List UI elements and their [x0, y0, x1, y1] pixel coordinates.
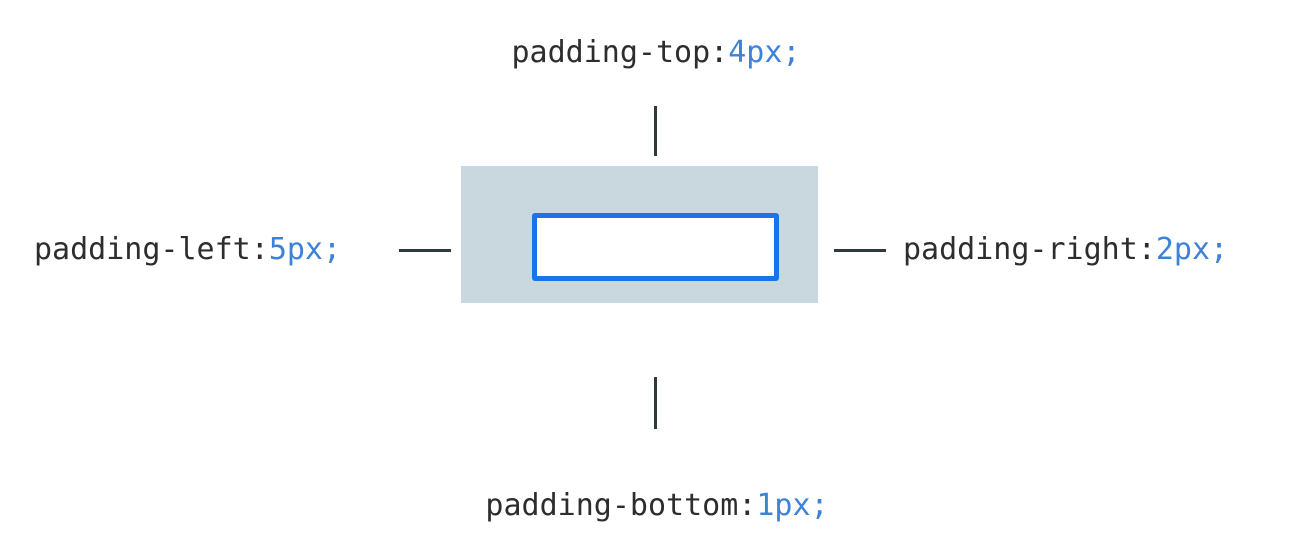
padding-right-property: padding-right: [903, 232, 1156, 267]
connector-left-line [399, 249, 451, 252]
padding-bottom-property: padding-bottom: [485, 488, 757, 523]
padding-left-property: padding-left: [34, 232, 269, 267]
padding-bottom-label: padding-bottom:1px; [0, 489, 1316, 523]
connector-top-line [654, 106, 657, 156]
padding-box-area [461, 166, 818, 303]
padding-left-value: 5px; [268, 232, 342, 267]
padding-left-label: padding-left:5px; [34, 233, 341, 267]
content-box-area [532, 213, 779, 281]
padding-top-property: padding-top: [511, 35, 729, 70]
padding-right-value: 2px; [1155, 232, 1229, 267]
padding-top-label: padding-top:4px; [0, 36, 1316, 70]
padding-top-value: 4px; [728, 35, 801, 70]
connector-right-line [834, 249, 886, 252]
padding-bottom-value: 1px; [756, 488, 829, 523]
padding-right-label: padding-right:2px; [903, 233, 1228, 267]
connector-bottom-line [654, 377, 657, 429]
